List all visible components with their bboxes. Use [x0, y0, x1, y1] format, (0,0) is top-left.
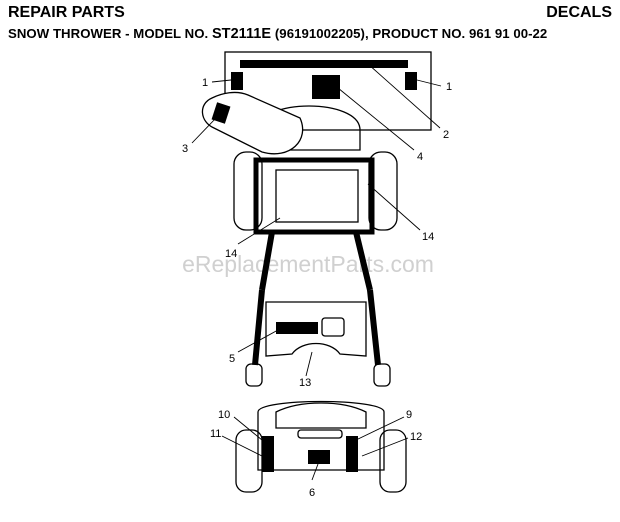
- rear-vent: [297, 429, 343, 439]
- chute-deflector: [201, 91, 304, 155]
- left-grip: [245, 363, 263, 387]
- leader-12: [361, 437, 409, 457]
- leader-10: [233, 416, 263, 441]
- subtitle-prefix: SNOW THROWER - MODEL NO.: [8, 26, 212, 41]
- callout-9: 9: [406, 409, 412, 421]
- handle-lower-arms: [252, 289, 381, 366]
- leader-1-right: [416, 79, 442, 87]
- decal-1-left: [231, 72, 243, 90]
- leader-3: [191, 117, 217, 144]
- callout-2: 2: [443, 129, 449, 141]
- decal-2: [240, 60, 408, 68]
- leader-4: [337, 87, 415, 151]
- leader-13: [305, 351, 313, 377]
- leader-11: [221, 435, 267, 459]
- frame-outline: [253, 157, 375, 235]
- rear-right-tire: [379, 429, 407, 493]
- callout-1-left: 1: [202, 77, 208, 89]
- leader-2: [367, 63, 441, 129]
- callout-5: 5: [229, 353, 235, 365]
- callout-13: 13: [299, 377, 311, 389]
- right-wheel: [368, 151, 398, 231]
- rear-hood: [275, 402, 367, 429]
- callout-10: 10: [218, 409, 230, 421]
- callout-1-right: 1: [446, 81, 452, 93]
- leader-14-left: [237, 217, 281, 245]
- callout-3: 3: [182, 143, 188, 155]
- leader-14-right: [367, 183, 421, 231]
- callout-6: 6: [309, 487, 315, 499]
- left-wheel: [233, 151, 263, 231]
- handle-arms: [259, 231, 373, 291]
- callout-11: 11: [210, 428, 221, 440]
- leader-5: [237, 329, 279, 353]
- leader-9: [355, 416, 405, 441]
- rear-housing: [257, 400, 385, 471]
- callout-4: 4: [417, 151, 423, 163]
- right-grip: [373, 363, 391, 387]
- decal-9: [346, 436, 358, 472]
- section-title: DECALS: [546, 4, 612, 21]
- leader-1-left: [211, 79, 232, 83]
- callout-12: 12: [410, 431, 422, 443]
- decal-5: [276, 322, 318, 334]
- watermark-text: eReplacementParts.com: [182, 251, 434, 277]
- callout-14-left: 14: [225, 248, 237, 260]
- callout-14-right: 14: [422, 231, 434, 243]
- decal-3: [211, 102, 231, 124]
- engine-cover: [275, 169, 359, 223]
- control-panel: [265, 301, 367, 357]
- auger-housing: [224, 51, 432, 131]
- panel-knob: [321, 317, 345, 337]
- decal-1-right: [405, 72, 417, 90]
- model-subtitle: SNOW THROWER - MODEL NO. ST2111E (961910…: [8, 26, 547, 42]
- subtitle-suffix: (96191002205), PRODUCT NO. 961 91 00-22: [271, 26, 548, 41]
- decal-6: [308, 450, 330, 464]
- model-number: ST2111E: [211, 26, 272, 42]
- page-title: REPAIR PARTS: [8, 4, 125, 21]
- decal-4: [312, 75, 340, 99]
- decal-10: [262, 436, 274, 472]
- leader-6: [311, 463, 319, 481]
